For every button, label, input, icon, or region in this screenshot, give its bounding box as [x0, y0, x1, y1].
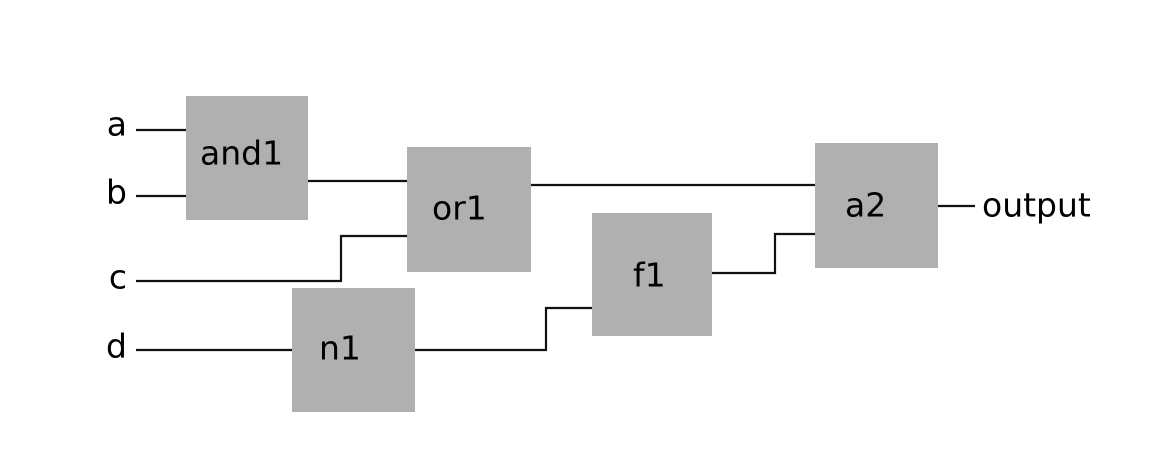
block-label-n1: n1	[319, 329, 361, 368]
input-wire-group	[136, 128, 407, 352]
output-label-output: output	[982, 186, 1091, 225]
label-group: and1 or1 n1 f1 a2 ab cd output	[106, 105, 1091, 368]
connection-wire-group	[308, 179, 815, 352]
block-label-and1: and1	[200, 134, 283, 173]
block-label-or1: or1	[432, 189, 487, 228]
block-f1[interactable]	[592, 213, 712, 336]
block-a2[interactable]	[815, 143, 938, 268]
input-wire-c	[136, 234, 407, 283]
block-n1[interactable]	[292, 288, 415, 412]
input-label-a: a	[107, 105, 127, 144]
wire-f1-to-a2	[712, 232, 815, 275]
block-label-f1: f1	[633, 256, 666, 295]
block-group	[186, 96, 938, 412]
block-or1[interactable]	[407, 147, 531, 272]
wire-n1-to-f1	[415, 306, 592, 352]
block-and1[interactable]	[186, 96, 308, 220]
input-label-c: c	[109, 258, 127, 297]
block-label-a2: a2	[845, 186, 886, 225]
input-label-d: d	[106, 327, 127, 366]
input-label-b: b	[106, 173, 127, 212]
